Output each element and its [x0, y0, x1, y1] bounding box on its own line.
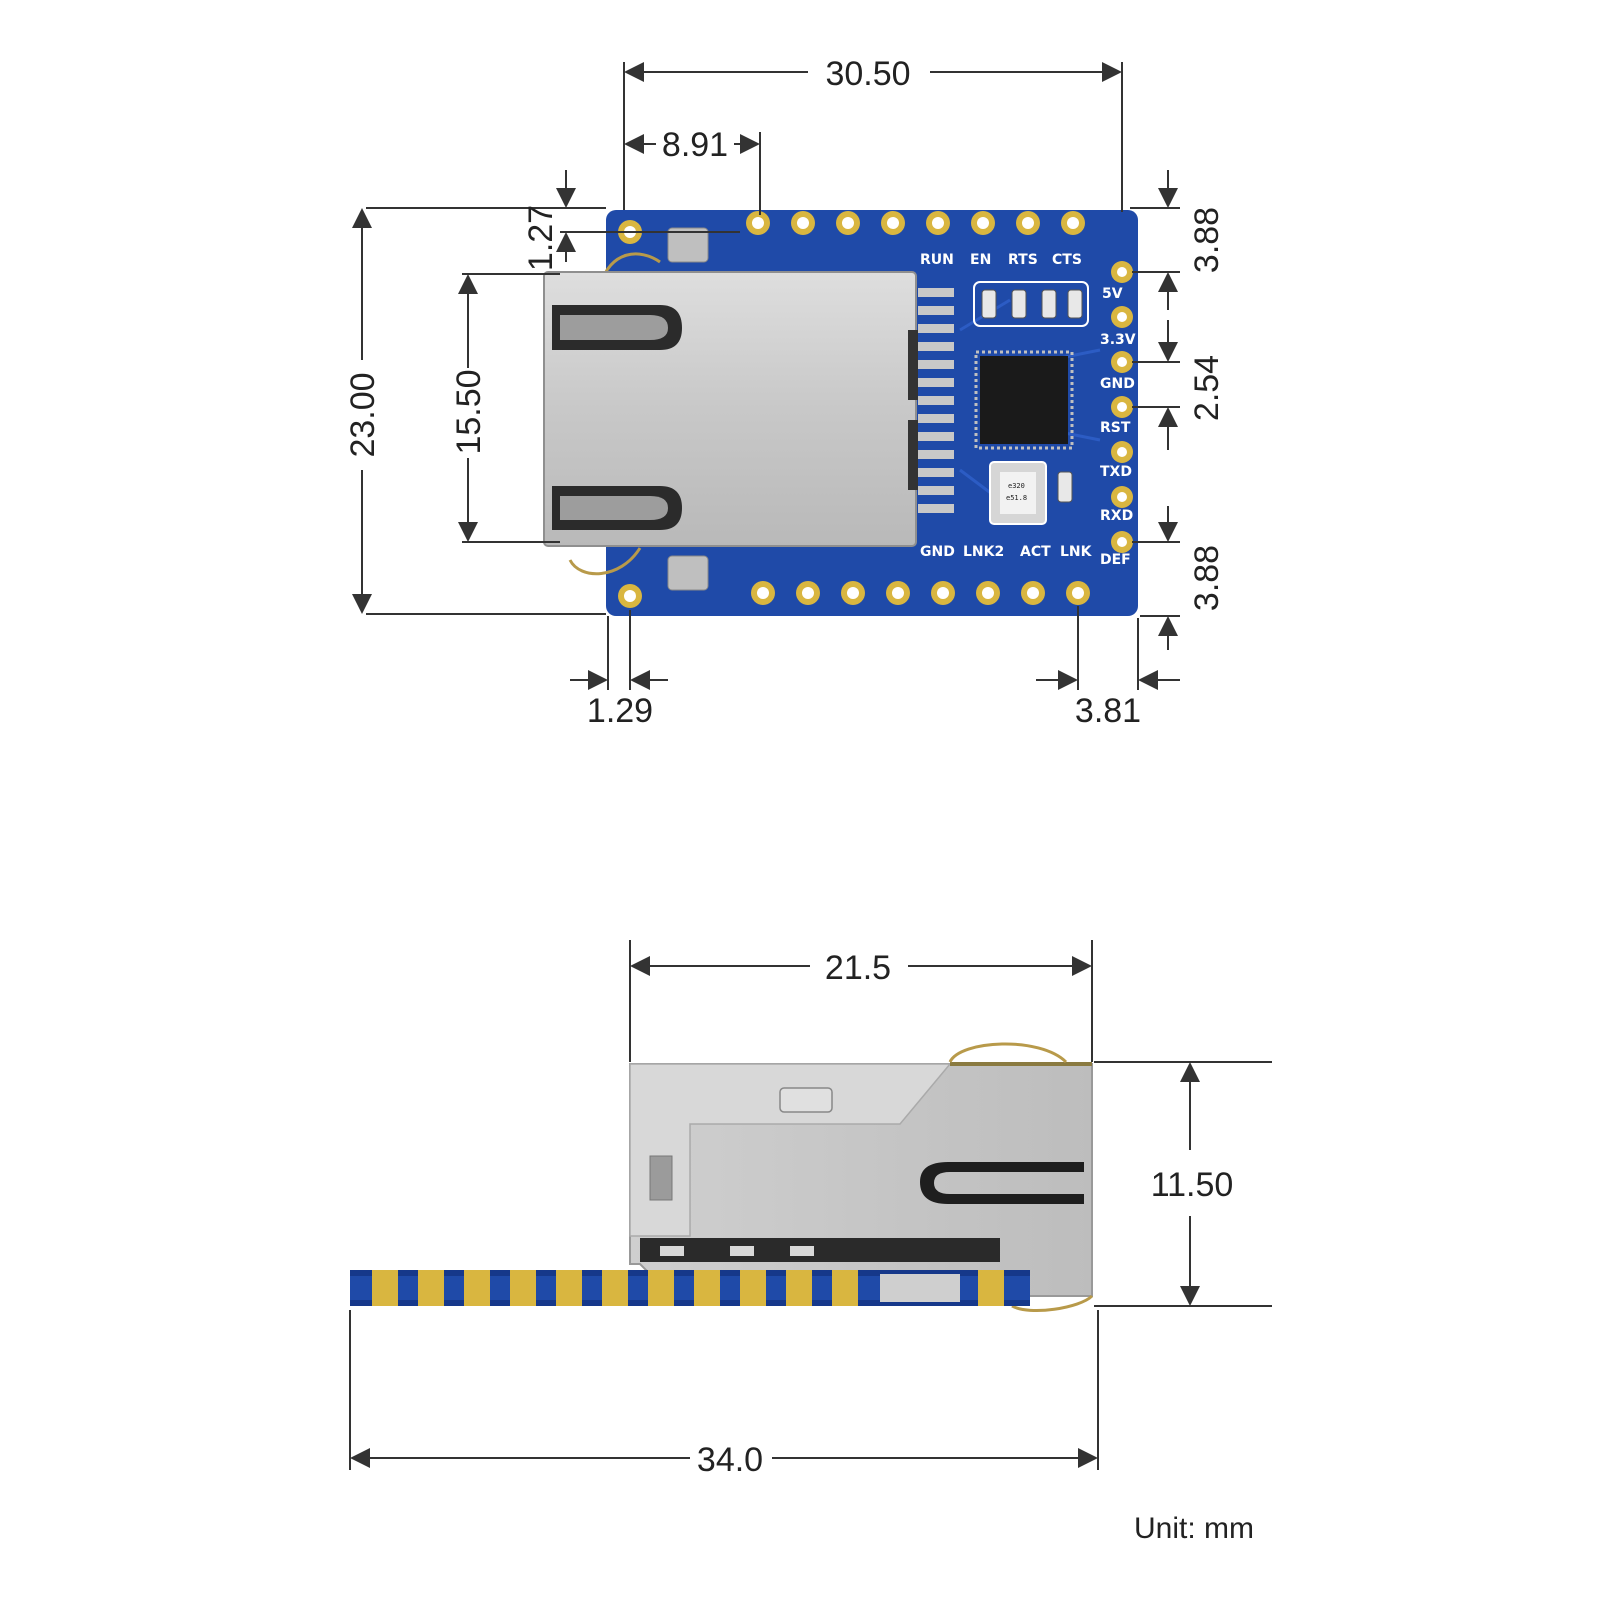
crystal-marking: e51.8 — [1006, 494, 1027, 502]
dim-pin-pitch: 2.54 — [1132, 320, 1226, 450]
bottom-pin-row — [751, 581, 1090, 605]
dim-left-edge-offset: 1.29 — [570, 610, 668, 730]
pin-pad — [751, 581, 775, 605]
dim-rj45-height: 15.50 — [450, 273, 560, 543]
dim-label: 15.50 — [450, 369, 488, 454]
pin-pad — [1111, 351, 1133, 373]
dim-overall-length: 34.0 — [349, 1310, 1099, 1479]
pin-pad — [836, 211, 860, 235]
pin-pad — [796, 581, 820, 605]
silk-label-lnk2: LNK2 — [963, 544, 1004, 560]
crystal-marking: e320 — [1008, 482, 1025, 490]
pin-pad — [886, 581, 910, 605]
unit-label: Unit: mm — [1134, 1512, 1254, 1545]
dim-top-hole-offset: 1.27 — [366, 170, 740, 271]
silk-label-3v3: 3.3V — [1100, 332, 1136, 348]
pin-pad — [1111, 306, 1133, 328]
dim-pin-offset: 8.91 — [624, 126, 761, 215]
dim-label: 23.00 — [344, 372, 382, 457]
dim-label: 3.88 — [1188, 545, 1226, 611]
dim-label: 8.91 — [662, 126, 728, 164]
magnetics-pads — [918, 288, 954, 513]
silk-label-rxd: RXD — [1100, 508, 1133, 524]
silk-label-run: RUN — [920, 252, 954, 268]
dim-right-edge-offset: 3.81 — [1036, 606, 1180, 730]
shield-spring — [948, 1042, 1068, 1064]
shield-spring — [568, 547, 642, 576]
pin-pad — [1016, 211, 1040, 235]
silk-label-rst: RST — [1100, 420, 1131, 436]
pin-pad — [791, 211, 815, 235]
dim-label: 2.54 — [1188, 355, 1226, 421]
pin-pad — [926, 211, 950, 235]
silk-label-lnk: LNK — [1060, 544, 1093, 560]
dim-right-top-margin: 3.88 — [1130, 170, 1226, 310]
pin-pad — [931, 581, 955, 605]
right-pin-column — [1111, 261, 1133, 553]
status-leds — [973, 281, 1089, 327]
pin-pad — [1111, 531, 1133, 553]
silk-label-en: EN — [970, 252, 991, 268]
dim-label: 1.27 — [522, 205, 560, 271]
shield-spring — [1011, 1294, 1094, 1313]
silk-label-gnd: GND — [1100, 376, 1135, 392]
rj45-side-body — [629, 1062, 1093, 1297]
dim-label: 3.88 — [1188, 207, 1226, 273]
pin-pad — [841, 581, 865, 605]
latch-slot — [920, 1162, 1084, 1204]
dim-overall-width: 30.50 — [623, 55, 1123, 212]
silk-label-rts: RTS — [1008, 252, 1038, 268]
pin-pad — [1021, 581, 1045, 605]
pin-pad — [1111, 441, 1133, 463]
pin-pad — [746, 211, 770, 235]
silk-label-txd: TXD — [1100, 464, 1132, 480]
dim-right-bottom-margin: 3.88 — [1132, 506, 1226, 650]
silk-label-def: DEF — [1100, 552, 1131, 568]
top-view: e320 e51.8 RUN EN RTS CTS 5V 3.3V GND RS… — [344, 55, 1226, 730]
silk-label-gnd-bottom: GND — [920, 544, 955, 560]
pin-pad — [1066, 581, 1090, 605]
dim-label: 21.5 — [825, 949, 891, 987]
dim-label: 3.81 — [1075, 692, 1141, 730]
pin-pad — [881, 211, 905, 235]
ethernet-ic — [974, 350, 1074, 450]
dim-label: 34.0 — [697, 1441, 763, 1479]
pin-pad — [1111, 261, 1133, 283]
shield-tab — [667, 227, 709, 591]
pin-pad — [1111, 396, 1133, 418]
rj45-jack — [543, 271, 918, 547]
side-view: 21.5 11.50 34.0 — [349, 940, 1272, 1479]
dim-overall-height: 23.00 — [344, 208, 606, 615]
pin-pad — [971, 211, 995, 235]
pin-pad — [1111, 486, 1133, 508]
pin-pad — [1061, 211, 1085, 235]
silk-label-act: ACT — [1020, 544, 1051, 560]
pcb-edge — [350, 1270, 1030, 1306]
dim-label: 1.29 — [587, 692, 653, 730]
crystal-oscillator: e320 e51.8 — [989, 461, 1073, 525]
silk-label-5v: 5V — [1102, 286, 1123, 302]
silk-label-cts: CTS — [1052, 252, 1082, 268]
dim-label: 30.50 — [825, 55, 910, 93]
pin-pad — [976, 581, 1000, 605]
top-pin-row — [746, 211, 1085, 235]
dim-label: 11.50 — [1151, 1166, 1234, 1204]
dim-connector-length: 21.5 — [629, 940, 1093, 1062]
dim-connector-height: 11.50 — [1094, 1061, 1272, 1307]
